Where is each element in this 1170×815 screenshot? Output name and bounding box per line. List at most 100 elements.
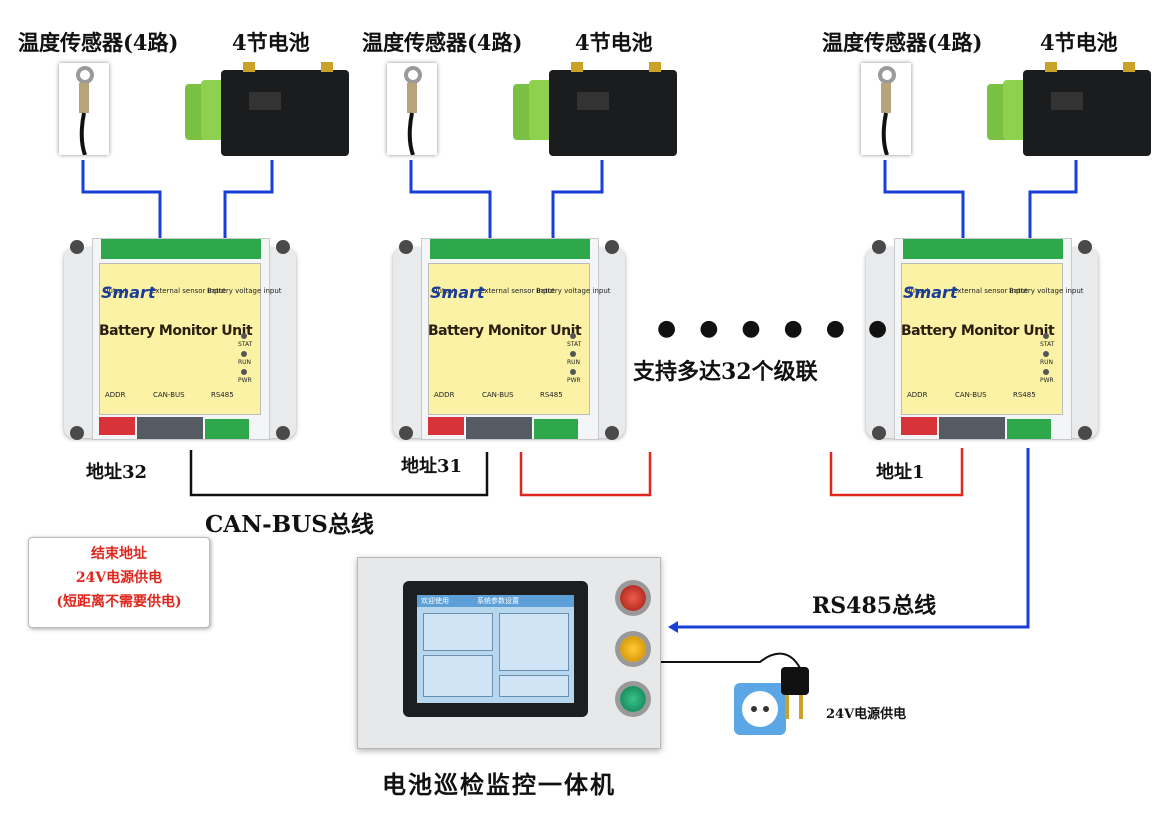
screen-tab-settings[interactable]: 系统参数设置: [477, 597, 519, 605]
screen-box: [499, 613, 569, 671]
sensor-label-2: 温度传感器(4路): [362, 30, 523, 55]
indicator-light-yellow: [620, 636, 646, 662]
ext-sensor-label: External sensor input: [953, 287, 1028, 295]
red-power-wire-2: [829, 448, 964, 497]
address-label-32: 地址32: [86, 462, 148, 483]
screen-tab-welcome[interactable]: 欢迎使用: [421, 597, 449, 605]
end-address-note: 结束地址 24V电源供电 (短距离不需要供电): [28, 537, 210, 628]
stat-led: [241, 333, 247, 339]
addr-label: ADDR: [434, 391, 455, 399]
run-label: RUN: [1040, 359, 1054, 366]
run-led: [570, 351, 576, 357]
ext-sensor-label: External sensor input: [480, 287, 555, 295]
mount-hole: [399, 240, 413, 254]
temperature-sensor-2: [387, 63, 437, 156]
sensor-wire-1: [81, 160, 162, 240]
mount-hole: [70, 240, 84, 254]
sensor-probe-icon: [404, 66, 422, 156]
pwr-label: PWR: [1040, 377, 1054, 384]
stat-label: STAT: [567, 341, 582, 348]
smart-logo: Smart: [903, 283, 958, 302]
run-label: RUN: [238, 359, 252, 366]
device-caption: 电池巡检监控一体机: [382, 770, 616, 799]
unit-body: Output External sensor input Battery vol…: [421, 238, 611, 440]
unit-name: Battery Monitor Unit: [99, 323, 253, 339]
mount-hole: [605, 426, 619, 440]
canbus-label: CAN-BUS总线: [205, 511, 374, 538]
unit-label-panel: [428, 263, 590, 415]
battery-wire-1: [223, 160, 274, 240]
addr-label: ADDR: [907, 391, 928, 399]
mount-hole: [872, 240, 886, 254]
mount-hole: [1078, 426, 1092, 440]
rs485-bus-wire: [672, 448, 1030, 629]
battery-label-1: 4节电池: [232, 30, 310, 55]
blue-wires: [81, 160, 1078, 629]
batt-input-label: Battery voltage input: [1009, 287, 1084, 295]
unit-body: Output External sensor input Battery vol…: [92, 238, 282, 440]
output-label: Output: [432, 287, 457, 295]
cascade-text: 支持多达32个级联: [633, 359, 818, 385]
address-label-31: 地址31: [401, 456, 463, 477]
power-cable: [659, 652, 801, 669]
power-supply-label: 24V电源供电: [826, 707, 907, 722]
sensor-label-3: 温度传感器(4路): [822, 30, 983, 55]
screen-box: [423, 655, 493, 697]
smart-logo: Smart: [430, 283, 485, 302]
stat-label: STAT: [238, 341, 253, 348]
mount-hole: [70, 426, 84, 440]
mount-hole: [399, 426, 413, 440]
rs485-arrowhead: [668, 621, 678, 633]
monitor-control-panel: 欢迎使用 系统参数设置: [357, 557, 661, 749]
canbus-wire: [189, 450, 489, 497]
temperature-sensor-3: [861, 63, 911, 156]
canbus-port-label: CAN-BUS: [153, 391, 185, 399]
rs485-terminal: [205, 419, 249, 439]
unit-name: Battery Monitor Unit: [901, 323, 1055, 339]
battery-icon: [185, 62, 349, 156]
rs485-terminal: [534, 419, 578, 439]
battery-wire-3: [1028, 160, 1078, 240]
dip-switch[interactable]: [428, 417, 464, 435]
rs485-port-label: RS485: [211, 391, 234, 399]
pwr-label: PWR: [238, 377, 252, 384]
hmi-touchscreen[interactable]: 欢迎使用 系统参数设置: [403, 581, 588, 717]
power-plug-icon: [781, 667, 809, 719]
rs485-port-label: RS485: [1013, 391, 1036, 399]
stat-label: STAT: [1040, 341, 1055, 348]
rs485-label: RS485总线: [812, 593, 937, 619]
mount-hole: [605, 240, 619, 254]
mount-hole: [872, 426, 886, 440]
unit-name: Battery Monitor Unit: [428, 323, 582, 339]
dip-switch[interactable]: [99, 417, 135, 435]
rj45-ports: [939, 417, 1005, 439]
battery-icon: [987, 62, 1151, 156]
smart-logo: Smart: [101, 283, 156, 302]
end-note-line-2: 24V电源供电: [75, 570, 163, 586]
run-led: [241, 351, 247, 357]
indicator-light-green: [620, 686, 646, 712]
dip-switch[interactable]: [901, 417, 937, 435]
end-note-line-3: (短距离不需要供电): [56, 594, 182, 610]
sensor-probe-icon: [76, 66, 94, 156]
terminal-block: [101, 239, 261, 259]
output-label: Output: [905, 287, 930, 295]
screen-box: [423, 613, 493, 651]
battery-pack-3: [987, 62, 1152, 160]
pwr-led: [570, 369, 576, 375]
terminal-block: [903, 239, 1063, 259]
run-label: RUN: [567, 359, 581, 366]
canbus-port-label: CAN-BUS: [482, 391, 514, 399]
addr-label: ADDR: [105, 391, 126, 399]
rj45-ports: [466, 417, 532, 439]
end-note-line-1: 结束地址: [91, 546, 147, 562]
power-socket-icon: [734, 683, 786, 735]
canbus-port-label: CAN-BUS: [955, 391, 987, 399]
mount-hole: [1078, 240, 1092, 254]
unit-label-panel: [901, 263, 1063, 415]
batt-input-label: Battery voltage input: [207, 287, 282, 295]
pwr-label: PWR: [567, 377, 581, 384]
battery-pack-2: [513, 62, 678, 160]
address-label-1: 地址1: [876, 462, 925, 483]
battery-icon: [513, 62, 677, 156]
